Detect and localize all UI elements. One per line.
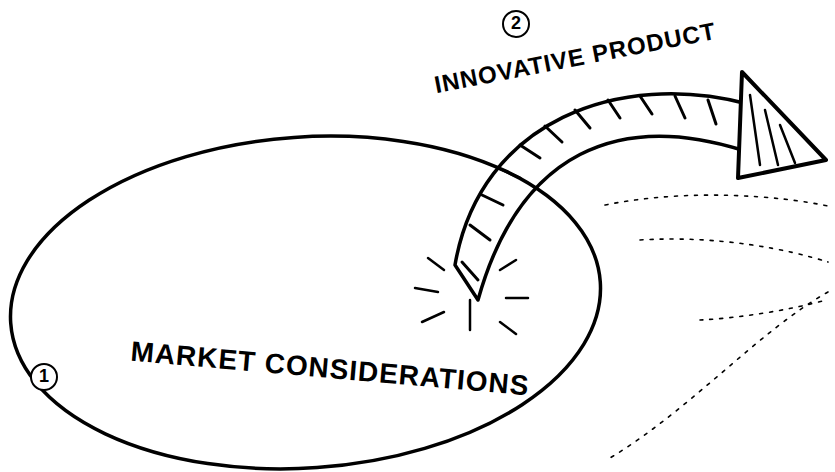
arrow-hatching — [462, 96, 716, 280]
impact-line — [500, 322, 516, 334]
impact-line — [415, 288, 438, 292]
arrow-body — [455, 94, 748, 300]
dotted-curve — [640, 239, 828, 262]
arrow-label: INNOVATIVE PRODUCT — [432, 17, 719, 99]
impact-line — [500, 260, 516, 270]
impact-line — [469, 300, 472, 330]
region-label: MARKET CONSIDERATIONS — [129, 336, 530, 403]
dotted-curve — [700, 300, 826, 320]
ellipse-shape — [0, 117, 612, 472]
jump-arrow — [455, 72, 826, 300]
callout-number: 2 — [502, 10, 530, 38]
dotted-curve — [610, 292, 828, 458]
dotted-curve — [605, 195, 828, 206]
impact-line — [422, 312, 444, 322]
impact-line — [428, 258, 444, 270]
arrow-head — [738, 72, 826, 178]
callout-number: 1 — [30, 363, 58, 391]
dotted-outline — [605, 195, 828, 458]
market-ellipse: MARKET CONSIDERATIONS — [8, 135, 603, 470]
impact-line — [506, 297, 528, 300]
ellipse-outline — [8, 135, 603, 470]
